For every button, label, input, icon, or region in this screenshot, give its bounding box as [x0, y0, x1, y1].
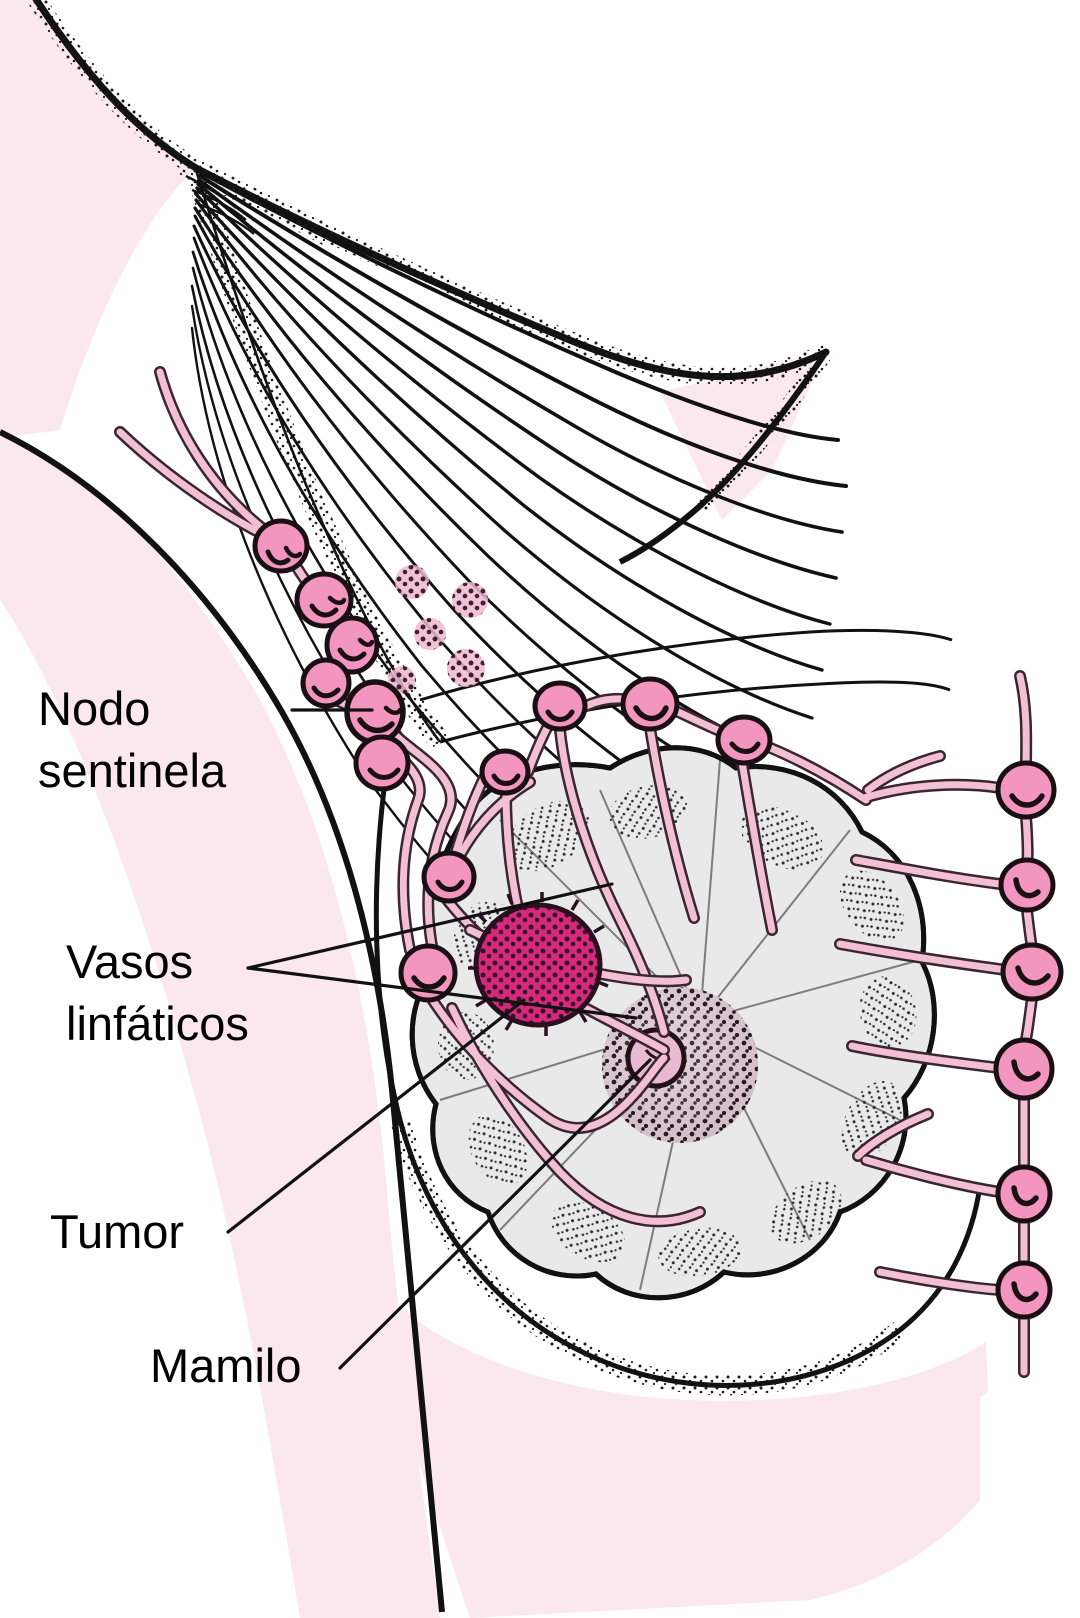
axillary-node [324, 615, 380, 675]
axillary-node [294, 571, 354, 629]
internal-mammary-node [993, 1037, 1055, 1101]
label-mamilo: Mamilo [150, 1339, 301, 1392]
internal-mammary-node [995, 1164, 1053, 1224]
peripheral-lymph-node [421, 850, 477, 904]
annotation-labels: Nodo sentinela Vasos linfáticos Tumor Ma… [38, 682, 301, 1392]
interpectoral-nodes-group [388, 565, 488, 694]
tumor [468, 892, 609, 1036]
label-tumor: Tumor [50, 1205, 184, 1258]
interpectoral-node [395, 565, 429, 599]
leader-mamilo [338, 1058, 652, 1370]
internal-mammary-node [1000, 942, 1064, 1002]
leader-tumor [226, 998, 526, 1234]
areola-nipple-group [602, 987, 758, 1143]
leader-vasos-upper [246, 882, 614, 970]
interpectoral-node [452, 582, 488, 618]
internal-mammary-node [995, 1260, 1053, 1320]
interpectoral-node [388, 666, 416, 694]
peripheral-lymph-node [715, 714, 773, 766]
interpectoral-node [414, 618, 446, 650]
label-nodo-sentinela-line2: sentinela [38, 744, 227, 797]
label-nodo-sentinela-line1: Nodo [38, 682, 150, 735]
peripheral-lymph-node [532, 680, 588, 732]
interpectoral-node [447, 649, 485, 687]
leader-lines-group [226, 708, 652, 1370]
leader-vasos-lower [246, 966, 638, 1020]
axillary-node [300, 657, 352, 709]
peripheral-lymph-node [398, 943, 458, 1003]
sentinel-lymph-node [344, 679, 406, 745]
axillary-node [252, 518, 310, 574]
label-vasos-linfaticos-line1: Vasos [66, 935, 193, 988]
peripheral-lymph-node [620, 676, 680, 732]
internal-mammary-node [995, 760, 1057, 820]
chest-wall-tissue [0, 0, 988, 1618]
lymph-nodes-group [252, 518, 1064, 1320]
label-vasos-linfaticos-line2: linfáticos [66, 997, 249, 1050]
peripheral-lymph-node [479, 748, 531, 796]
internal-mammary-node [998, 857, 1056, 913]
axillary-node [353, 734, 411, 792]
